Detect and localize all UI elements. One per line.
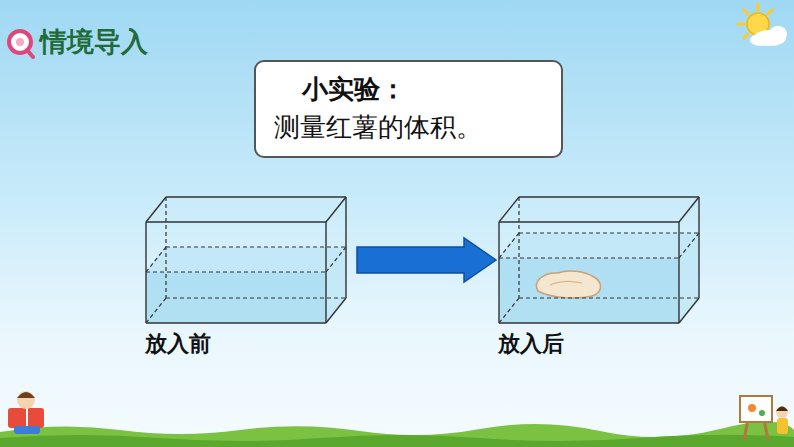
sun-cloud — [738, 4, 787, 46]
slide-title: 情境导入 — [40, 24, 148, 60]
glass-tank — [145, 195, 350, 327]
tank-caption: 放入后 — [498, 330, 708, 358]
callout-body: 测量红薯的体积。 — [274, 108, 543, 146]
block-arrow — [357, 238, 496, 282]
water-tank: 放入前 — [145, 195, 355, 360]
glass-tank — [498, 195, 703, 327]
experiment-callout: 小实验：测量红薯的体积。 — [254, 60, 563, 158]
tank-caption: 放入前 — [145, 330, 355, 358]
sweet-potato — [536, 271, 600, 298]
grass — [0, 435, 794, 447]
kid-easel — [740, 396, 788, 440]
callout-heading: 小实验： — [302, 70, 543, 108]
kid-reading — [8, 391, 44, 434]
title-icon — [9, 31, 33, 57]
grass — [0, 422, 794, 447]
water-tank: 放入后 — [498, 195, 708, 360]
